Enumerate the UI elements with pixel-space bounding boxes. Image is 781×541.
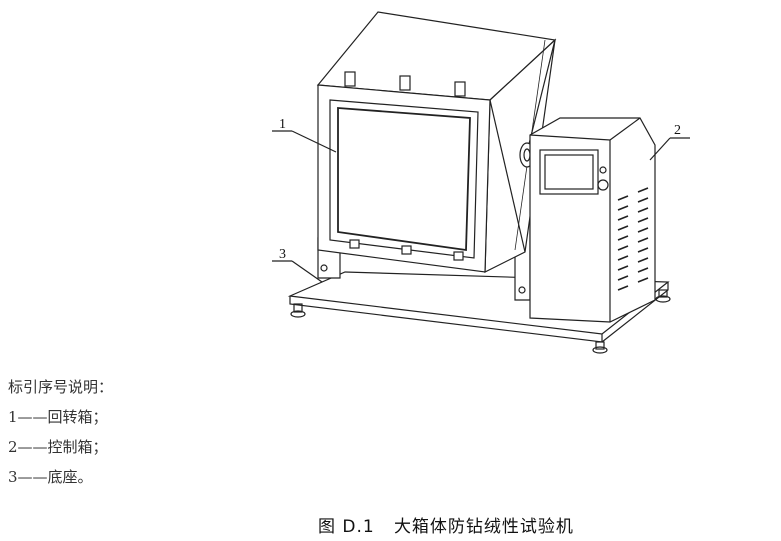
control-box (529, 117, 656, 323)
caption-prefix: 图 D.1 (318, 517, 375, 537)
figure-caption: 图 D.1 大箱体防钻绒性试验机 (318, 512, 574, 537)
legend-item: 2——控制箱； (8, 438, 108, 456)
legend-title: 标引序号说明： (8, 378, 114, 396)
vent-slots (617, 187, 649, 291)
power-button (597, 179, 609, 191)
callout-1: 1 (272, 117, 337, 153)
svg-text:2: 2 (674, 123, 681, 138)
legend-item: 1——回转箱； (8, 408, 108, 426)
legend-item: 3——底座。 (8, 468, 93, 486)
svg-text:3: 3 (279, 247, 286, 262)
caption-title: 大箱体防钻绒性试验机 (393, 517, 574, 537)
touch-screen (539, 149, 599, 195)
legend: 标引序号说明： 1——回转箱； 2——控制箱； 3——底座。 (8, 372, 113, 492)
rotating-box (316, 11, 557, 273)
latch (344, 71, 466, 261)
callout-3: 3 (272, 247, 323, 283)
leveling-foot (290, 289, 671, 354)
callout-2: 2 (649, 123, 690, 161)
svg-text:1: 1 (279, 117, 286, 132)
